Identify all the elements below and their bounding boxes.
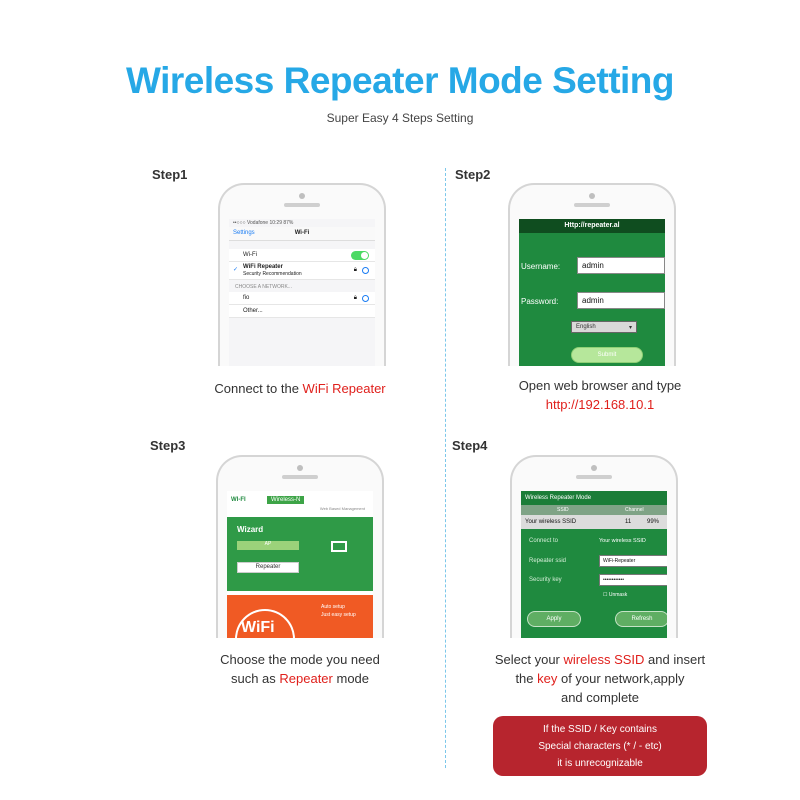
section-header: CHOOSE A NETWORK... — [235, 284, 292, 290]
wifi-toggle[interactable] — [351, 251, 369, 260]
note-line: If the SSID / Key contains — [543, 724, 657, 735]
other-network-name: fio — [243, 295, 250, 301]
checkmark-icon: ✓ — [233, 267, 239, 273]
nav-title: Wi-Fi — [294, 230, 310, 236]
step3-screen: WI-FI Wireless-N Web Based Management Wi… — [227, 491, 373, 638]
camera-icon — [591, 465, 597, 471]
step1-caption: Connect to the WiFi Repeater — [170, 379, 430, 398]
network-name: WiFi Repeater — [243, 264, 283, 270]
caption-url: http://192.168.10.1 — [545, 397, 655, 412]
caption-line3: and complete — [560, 690, 640, 705]
username-label: Username: — [521, 262, 561, 271]
caption-highlight: WiFi Repeater — [302, 381, 386, 396]
page-subtitle: Super Easy 4 Steps Setting — [326, 111, 474, 125]
network-sub: Security Recommendation — [243, 271, 302, 277]
submit-button[interactable]: Submit — [571, 347, 643, 363]
step2-phone: Http://repeater.al Username: admin Passw… — [508, 183, 676, 366]
other-label: Other... — [243, 308, 263, 314]
lock-icon: 🔒︎ — [353, 295, 357, 301]
step3-label: Step3 — [150, 438, 186, 453]
ssid-row[interactable]: Your wireless SSID 11 99% — [521, 515, 667, 529]
brand-badge: Wireless-N — [267, 496, 305, 504]
caption-text: Connect to the — [214, 381, 303, 396]
step1-screen: ••○○○ Vodafone 10:29 87% Settings Wi-Fi … — [229, 219, 375, 366]
camera-icon — [297, 465, 303, 471]
step2-label: Step2 — [455, 167, 491, 182]
step4-phone: Wireless Repeater Mode SSID Channel Your… — [510, 455, 678, 638]
ap-mode-button[interactable]: AP — [237, 541, 299, 550]
lock-icon: 🔒︎ — [353, 267, 357, 273]
caption-line2: the key of your network,apply — [515, 671, 685, 686]
speaker-icon — [574, 203, 610, 207]
settings-nav: Settings Wi-Fi — [229, 227, 375, 241]
header-small-text: Web Based Management — [319, 506, 365, 511]
camera-icon — [589, 193, 595, 199]
language-select[interactable]: English ▾ — [571, 321, 637, 333]
connect-label: Connect to — [529, 538, 559, 544]
wifi-label: Wi-Fi — [243, 252, 257, 258]
note-line: Special characters (* / - etc) — [538, 741, 662, 752]
wifi-toggle-row: Wi-Fi — [229, 249, 375, 262]
camera-icon — [299, 193, 305, 199]
repeater-mode-button[interactable]: Repeater — [237, 562, 299, 573]
language-value: English — [576, 324, 596, 330]
caption-line1: Open web browser and type — [518, 378, 682, 393]
wizard-panel: Wizard AP Repeater — [227, 517, 373, 591]
wizard-title: Wizard — [237, 525, 264, 534]
step4-caption: Select your wireless SSID and insert the… — [450, 650, 750, 707]
network-row-other[interactable]: fio 🔒︎ — [229, 292, 375, 305]
back-button[interactable]: Settings — [233, 230, 255, 236]
security-key-input[interactable]: •••••••••••• — [599, 574, 667, 586]
info-icon[interactable] — [362, 267, 369, 274]
info-icon[interactable] — [362, 295, 369, 302]
apply-button[interactable]: Apply — [527, 611, 581, 627]
network-row-wifi-repeater[interactable]: ✓ WiFi Repeater Security Recommendation … — [229, 262, 375, 280]
caption-line2: such as Repeater mode — [230, 671, 370, 686]
repeater-ssid-label: Repeater ssid — [529, 558, 567, 564]
unmask-checkbox[interactable]: ☐ Unmask — [603, 592, 628, 598]
connect-value: Your wireless SSID — [599, 538, 646, 544]
status-bar: ••○○○ Vodafone 10:29 87% — [233, 220, 294, 226]
center-divider — [445, 168, 446, 768]
wifi-logo: WI-FI — [231, 497, 246, 503]
caption-line1: Choose the mode you need — [220, 652, 380, 667]
refresh-button[interactable]: Refresh — [615, 611, 667, 627]
speaker-icon — [576, 475, 612, 479]
step2-caption: Open web browser and type http://192.168… — [470, 376, 730, 414]
computer-icon — [331, 541, 347, 552]
note-line: it is unrecognizable — [557, 758, 643, 769]
network-row-other-manual[interactable]: Other... — [229, 305, 375, 318]
wifi-banner-text: WiFi — [241, 619, 275, 636]
repeater-ssid-input[interactable]: WiFi-Repeater — [599, 555, 667, 567]
page-title: Wireless Repeater Mode Setting — [125, 60, 675, 101]
username-input[interactable]: admin — [577, 257, 665, 274]
caption-line1: Select your wireless SSID and insert — [494, 652, 706, 667]
speaker-icon — [284, 203, 320, 207]
password-input[interactable]: admin — [577, 292, 665, 309]
step3-caption: Choose the mode you need such as Repeate… — [170, 650, 430, 688]
step3-phone: WI-FI Wireless-N Web Based Management Wi… — [216, 455, 384, 638]
url-bar[interactable]: Http://repeater.al — [519, 219, 665, 233]
chevron-down-icon: ▾ — [628, 325, 632, 331]
step2-screen: Http://repeater.al Username: admin Passw… — [519, 219, 665, 366]
special-characters-note: If the SSID / Key contains Special chara… — [493, 716, 707, 776]
security-key-label: Security key — [529, 577, 562, 583]
password-label: Password: — [521, 297, 559, 306]
step4-label: Step4 — [452, 438, 488, 453]
step4-screen: Wireless Repeater Mode SSID Channel Your… — [521, 491, 667, 638]
ssid-table-header: SSID Channel — [521, 505, 667, 515]
step1-phone: ••○○○ Vodafone 10:29 87% Settings Wi-Fi … — [218, 183, 386, 366]
router-header: WI-FI Wireless-N Web Based Management — [227, 491, 373, 513]
step1-label: Step1 — [152, 167, 188, 182]
repeater-header: Wireless Repeater Mode — [521, 491, 667, 505]
speaker-icon — [282, 475, 318, 479]
